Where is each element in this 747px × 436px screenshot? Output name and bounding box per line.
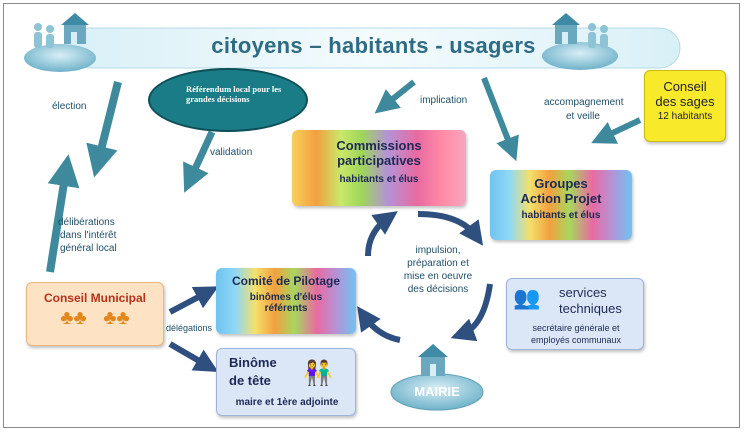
label-deliberations-line3: général local — [60, 243, 117, 254]
label-validation: validation — [210, 147, 253, 158]
elus-icon: ♣♣ ♣♣ — [60, 307, 130, 329]
groupes-line1: Groupes — [534, 176, 588, 191]
label-impulsion-line2: préparation et — [407, 258, 469, 269]
label-accompagnement-line1: accompagnement — [544, 97, 624, 108]
binome-sub: maire et 1ère adjointe — [235, 397, 339, 408]
services-people-icon: 👥 — [513, 285, 541, 310]
mairie-icon — [390, 344, 484, 411]
conseil-sages-sub: 12 habitants — [657, 111, 713, 122]
referendum-bubble: Référendum local pour les grandes décisi… — [148, 68, 308, 132]
arrow-deliberations — [46, 154, 80, 273]
commissions-sub: habitants et élus — [339, 174, 419, 185]
binome-people-icon: 👫 — [303, 360, 333, 387]
label-implication: implication — [420, 95, 468, 106]
label-impulsion-line1: impulsion, — [415, 245, 461, 256]
arrow-cycle-1 — [417, 211, 484, 246]
label-delegations: délégations — [166, 323, 213, 333]
label-election: élection — [52, 101, 87, 112]
label-impulsion-line3: mise en oeuvre — [403, 271, 473, 282]
conseil-municipal-title: Conseil Municipal — [43, 291, 146, 305]
groupes-line2: Action Projet — [520, 191, 602, 206]
label-accompagnement-line2: et veille — [566, 111, 600, 122]
services-sub-line2: employés communaux — [530, 335, 622, 345]
label-deliberations-line1: délibérations — [58, 217, 115, 228]
house-left-icon — [24, 13, 96, 72]
services-line2: techniques — [559, 301, 622, 316]
groupes-box: Groupes Action Projet habitants et élus — [490, 170, 632, 240]
conseil-sages-box: Conseil des sages 12 habitants — [644, 70, 726, 142]
services-sub-line1: secrétaire générale et — [532, 323, 620, 333]
arrow-cycle-3 — [357, 306, 401, 343]
arrow-cycle-2 — [450, 283, 493, 342]
mairie-label: MAIRIE — [414, 384, 460, 399]
arrow-election — [86, 81, 122, 178]
referendum-text: Référendum local pour les grandes décisi… — [186, 84, 282, 104]
binome-line2: de tête — [229, 373, 271, 388]
arrow-cycle-4 — [365, 211, 398, 257]
commissions-box: Commissions participatives habitants et … — [292, 130, 466, 206]
binome-line1: Binôme — [229, 355, 277, 370]
conseil-sages-line1: Conseil — [663, 79, 707, 94]
arrow-validation — [183, 130, 216, 193]
services-line1: services — [559, 285, 607, 300]
commissions-line1: Commissions — [336, 138, 422, 153]
arrow-to-comite — [168, 286, 219, 315]
conseil-sages-line2: des sages — [655, 94, 715, 109]
binome-box: Binôme de tête 👫 maire et 1ère adjointe — [216, 348, 356, 416]
comite-sub-line1: binômes d'élus — [249, 292, 323, 303]
comite-sub-line2: référents — [264, 303, 308, 314]
arrow-implication — [374, 79, 416, 114]
arrow-accompagnement — [591, 117, 642, 144]
banner-title: citoyens – habitants - usagers — [211, 33, 536, 58]
conseil-municipal-box: Conseil Municipal ♣♣ ♣♣ — [26, 282, 164, 346]
services-box: 👥 services techniques secrétaire général… — [506, 278, 644, 350]
groupes-sub: habitants et élus — [521, 210, 601, 221]
comite-title: Comité de Pilotage — [231, 274, 341, 288]
comite-box: Comité de Pilotage binômes d'élus référe… — [216, 268, 356, 334]
house-right-icon — [542, 13, 618, 70]
label-deliberations-line2: dans l'intérêt — [60, 230, 117, 241]
arrow-to-groupes — [481, 76, 519, 162]
arrow-to-binome — [168, 341, 219, 373]
label-impulsion-line4: des décisions — [407, 284, 469, 295]
commissions-line2: participatives — [337, 153, 421, 168]
